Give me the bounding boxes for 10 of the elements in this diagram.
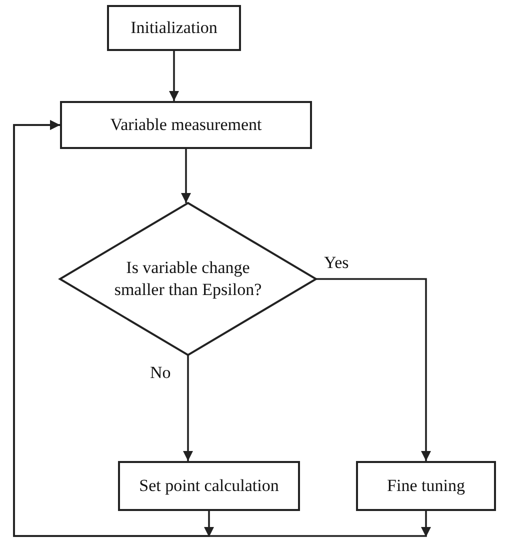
arrow	[316, 278, 431, 461]
process-box: Set point calculation	[118, 461, 300, 511]
process-box: Variable measurement	[60, 101, 312, 149]
process-box: Initialization	[107, 5, 241, 51]
arrow	[181, 149, 191, 203]
arrow	[183, 355, 193, 461]
decision-text: Is variable change smaller than Epsilon?	[113, 256, 263, 301]
arrow	[13, 120, 431, 537]
process-box: Fine tuning	[356, 461, 496, 511]
arrow	[169, 51, 179, 101]
